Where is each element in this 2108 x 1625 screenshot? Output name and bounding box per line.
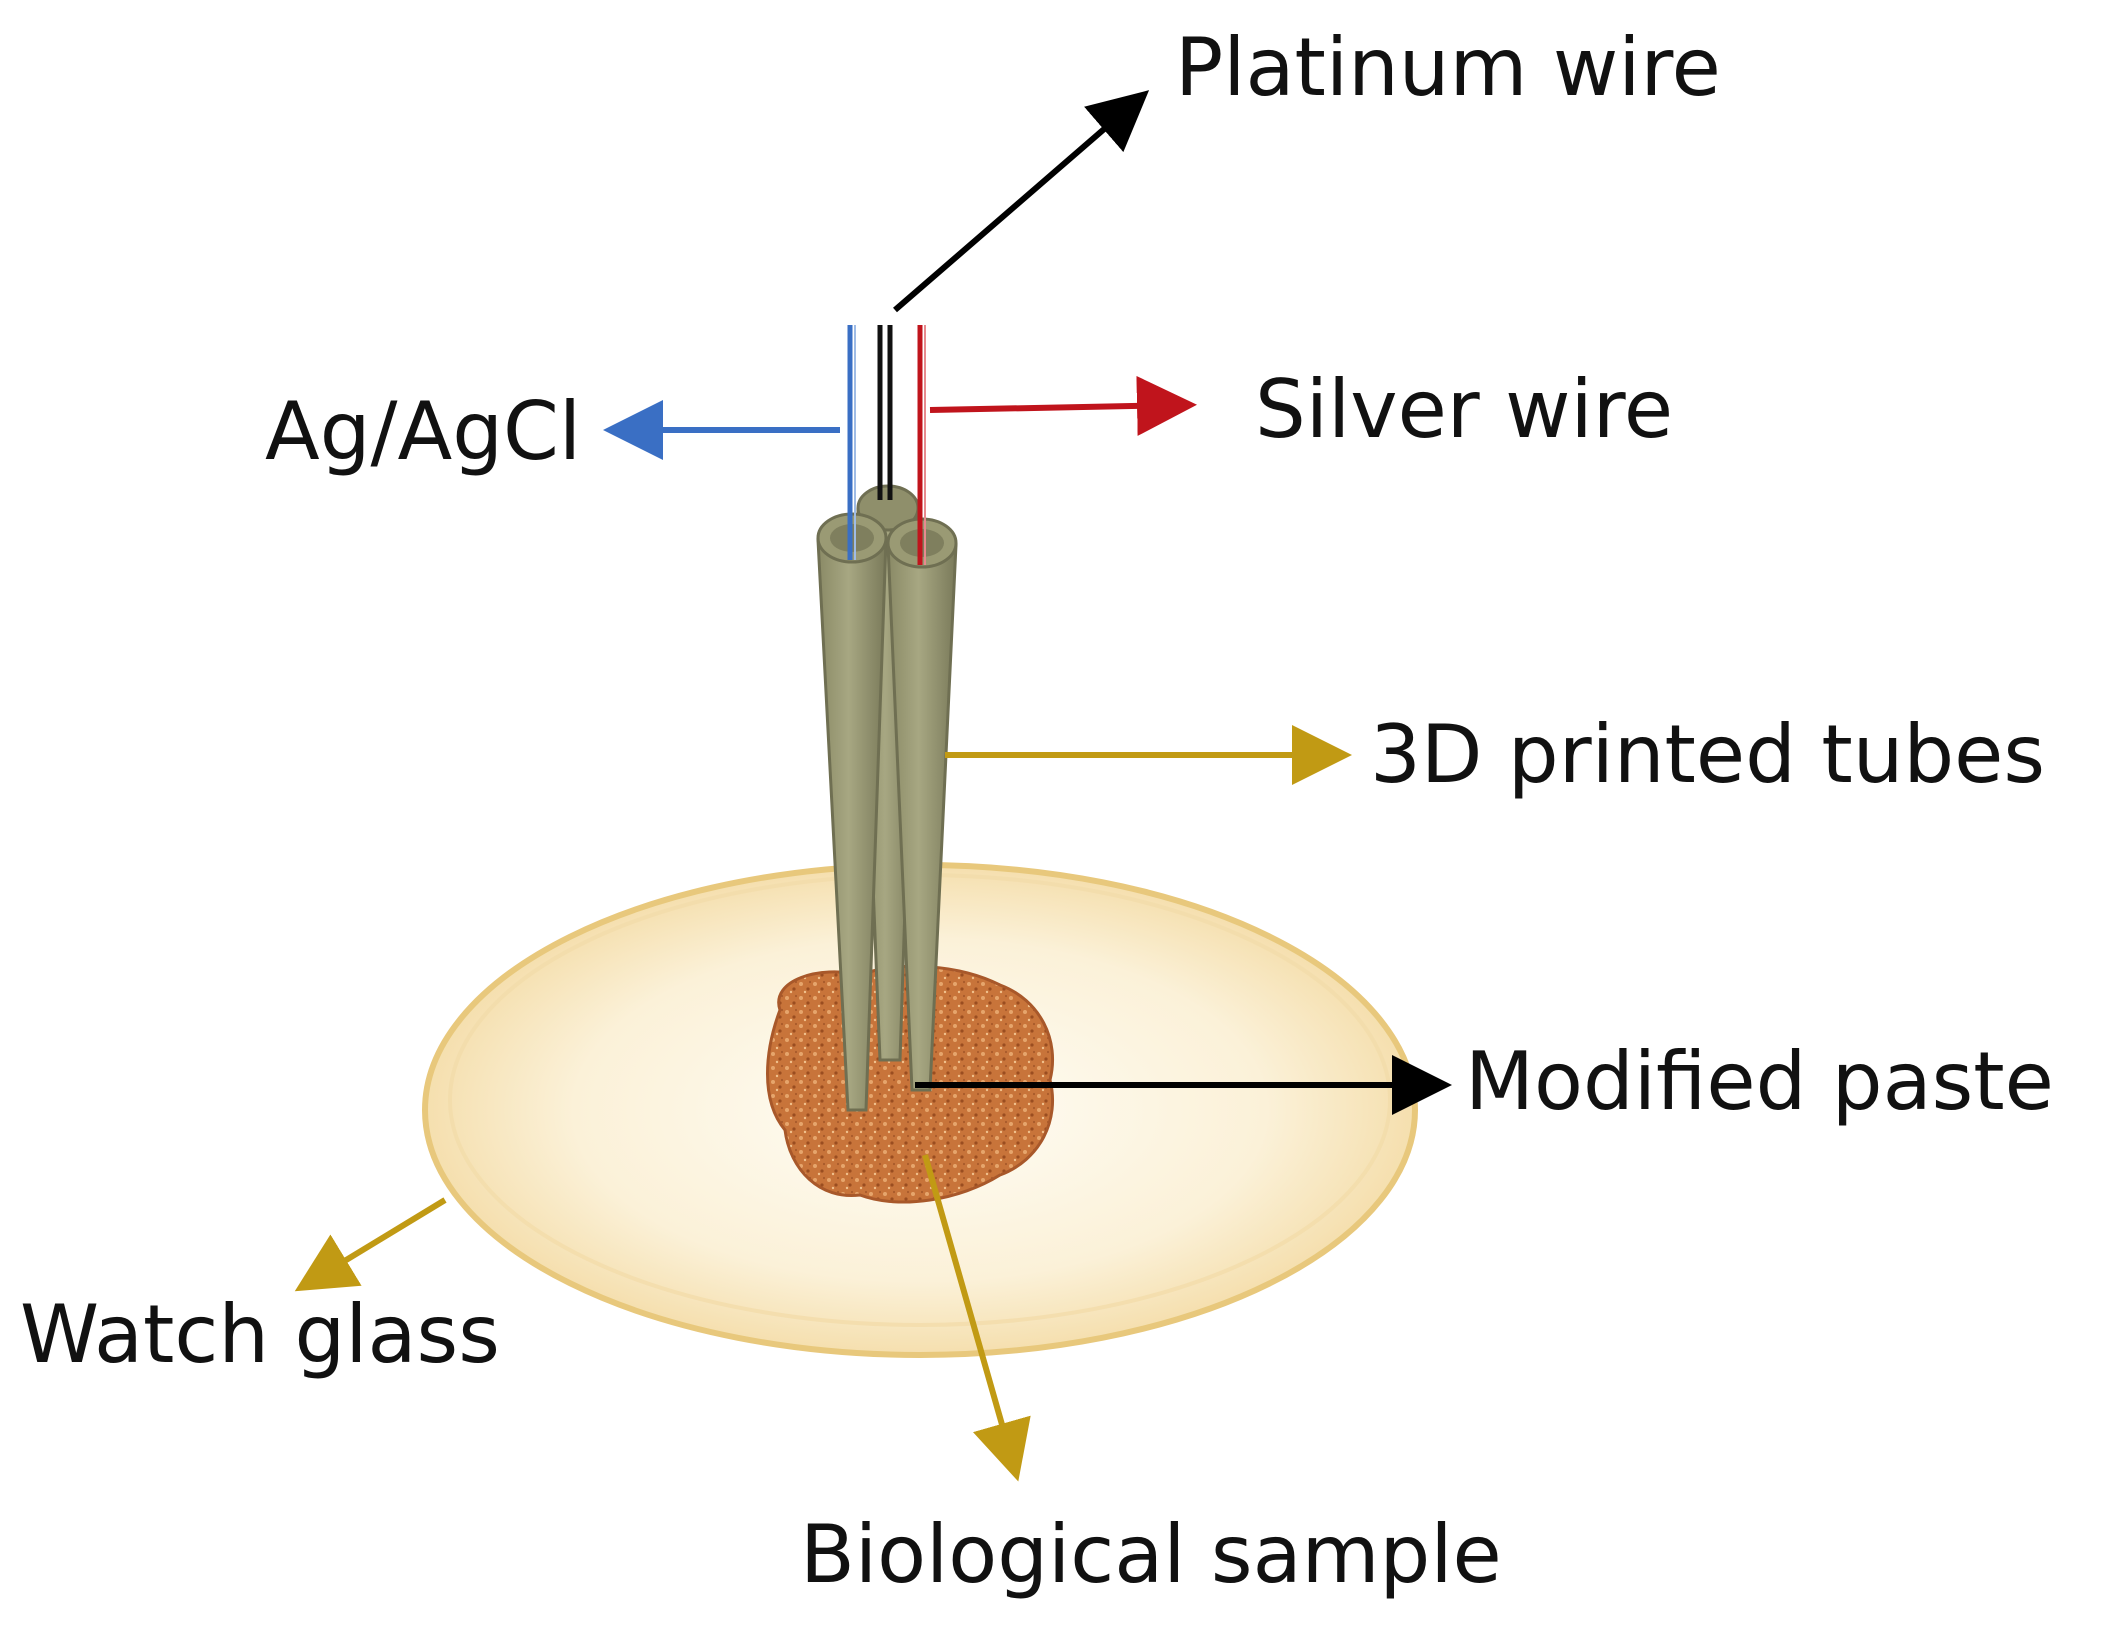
biological-sample-label: Biological sample bbox=[800, 1508, 1502, 1601]
platinum-wire-arrow bbox=[893, 90, 1150, 313]
watch-glass-arrow bbox=[294, 1197, 447, 1292]
silver-wire-label: Silver wire bbox=[1255, 363, 1674, 456]
modified-paste-label: Modified paste bbox=[1465, 1035, 2054, 1128]
watch-glass-label: Watch glass bbox=[20, 1288, 500, 1381]
biological-sample-arrow bbox=[922, 1154, 1031, 1482]
platinum-wire-label: Platinum wire bbox=[1175, 21, 1721, 114]
printed-tubes-label: 3D printed tubes bbox=[1370, 708, 2046, 801]
ag-agcl-label: Ag/AgCl bbox=[265, 385, 582, 478]
silver-wire-arrow bbox=[929, 375, 1197, 436]
3d-printed-tubes bbox=[816, 484, 958, 1112]
electrode-wires bbox=[847, 325, 926, 565]
